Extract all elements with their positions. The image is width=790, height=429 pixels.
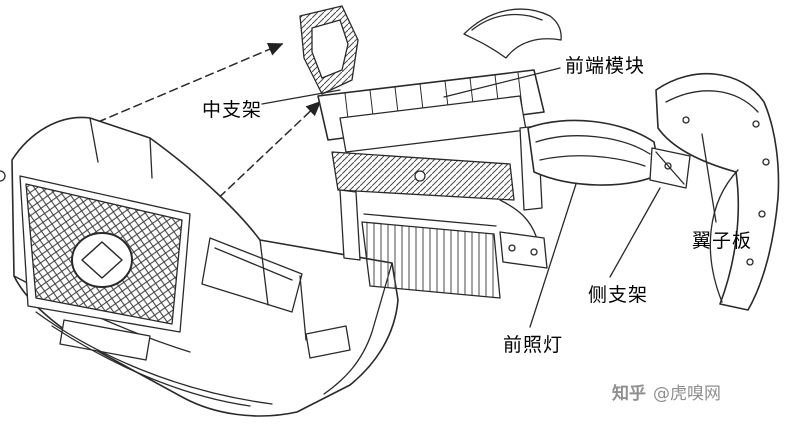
front-end-module-part (0, 69, 548, 299)
side-bracket-part (649, 147, 691, 189)
label-side-bracket: 侧支架 (588, 284, 649, 306)
bumper-grille-part (11, 116, 399, 417)
label-fender: 翼子板 (692, 230, 753, 252)
fender-part (655, 72, 780, 311)
watermark-handle: @虎嗅网 (653, 384, 721, 404)
label-center-bracket: 中支架 (202, 99, 263, 121)
label-front-end-module: 前端模块 (565, 55, 646, 77)
label-headlight: 前照灯 (503, 334, 564, 356)
center-bracket-part (299, 5, 359, 95)
watermark: 知乎 @虎嗅网 (612, 379, 721, 404)
leader-lines (261, 67, 717, 328)
watermark-brand: 知乎 (612, 384, 646, 404)
fender-top-part (463, 8, 562, 59)
headlight-part (527, 119, 661, 186)
